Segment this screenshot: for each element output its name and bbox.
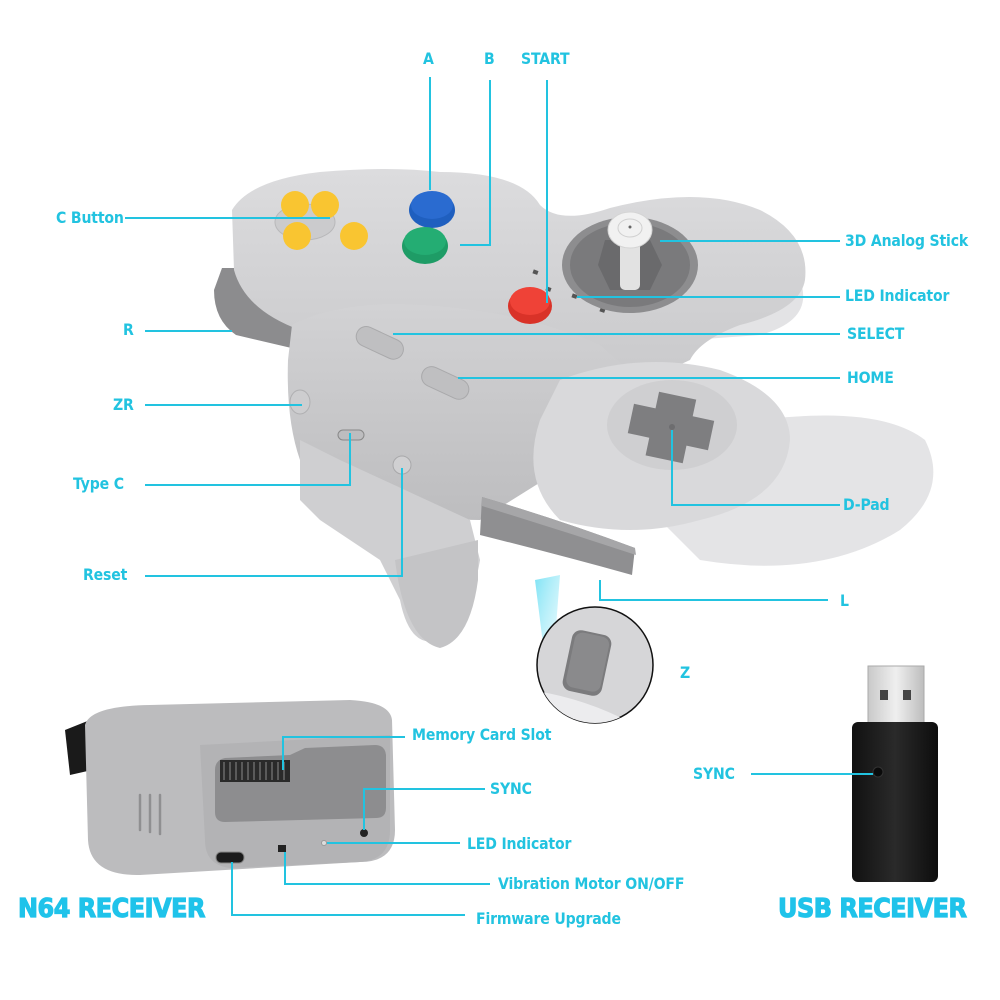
label-start: START bbox=[521, 49, 570, 68]
label-led-indicator: LED Indicator bbox=[845, 286, 950, 305]
label-n64-sync: SYNC bbox=[490, 779, 532, 798]
label-analog-stick: 3D Analog Stick bbox=[845, 231, 969, 250]
label-a: A bbox=[423, 49, 434, 68]
label-z: Z bbox=[680, 663, 691, 682]
label-d-pad: D-Pad bbox=[843, 495, 890, 514]
usb-receiver-title: USB RECEIVER bbox=[777, 893, 967, 924]
label-l: L bbox=[840, 591, 849, 610]
usb-receiver bbox=[852, 665, 938, 882]
label-usb-sync: SYNC bbox=[693, 764, 735, 783]
label-firmware-upgrade: Firmware Upgrade bbox=[476, 909, 621, 928]
controller bbox=[214, 169, 934, 648]
label-c-button: C Button bbox=[56, 208, 124, 227]
label-n64-led-indicator: LED Indicator bbox=[467, 834, 572, 853]
label-zr: ZR bbox=[113, 395, 134, 414]
n64-receiver-title: N64 RECEIVER bbox=[17, 893, 206, 924]
callout-lines bbox=[125, 77, 873, 916]
label-reset: Reset bbox=[83, 565, 128, 584]
label-memory-card-slot: Memory Card Slot bbox=[412, 725, 552, 744]
label-b: B bbox=[484, 49, 495, 68]
n64-receiver bbox=[65, 700, 395, 876]
label-select: SELECT bbox=[847, 324, 905, 343]
label-type-c: Type C bbox=[73, 474, 124, 493]
label-r: R bbox=[123, 320, 134, 339]
label-vibration-motor: Vibration Motor ON/OFF bbox=[498, 874, 685, 893]
label-home: HOME bbox=[847, 368, 894, 387]
z-button-zoom bbox=[536, 606, 654, 724]
